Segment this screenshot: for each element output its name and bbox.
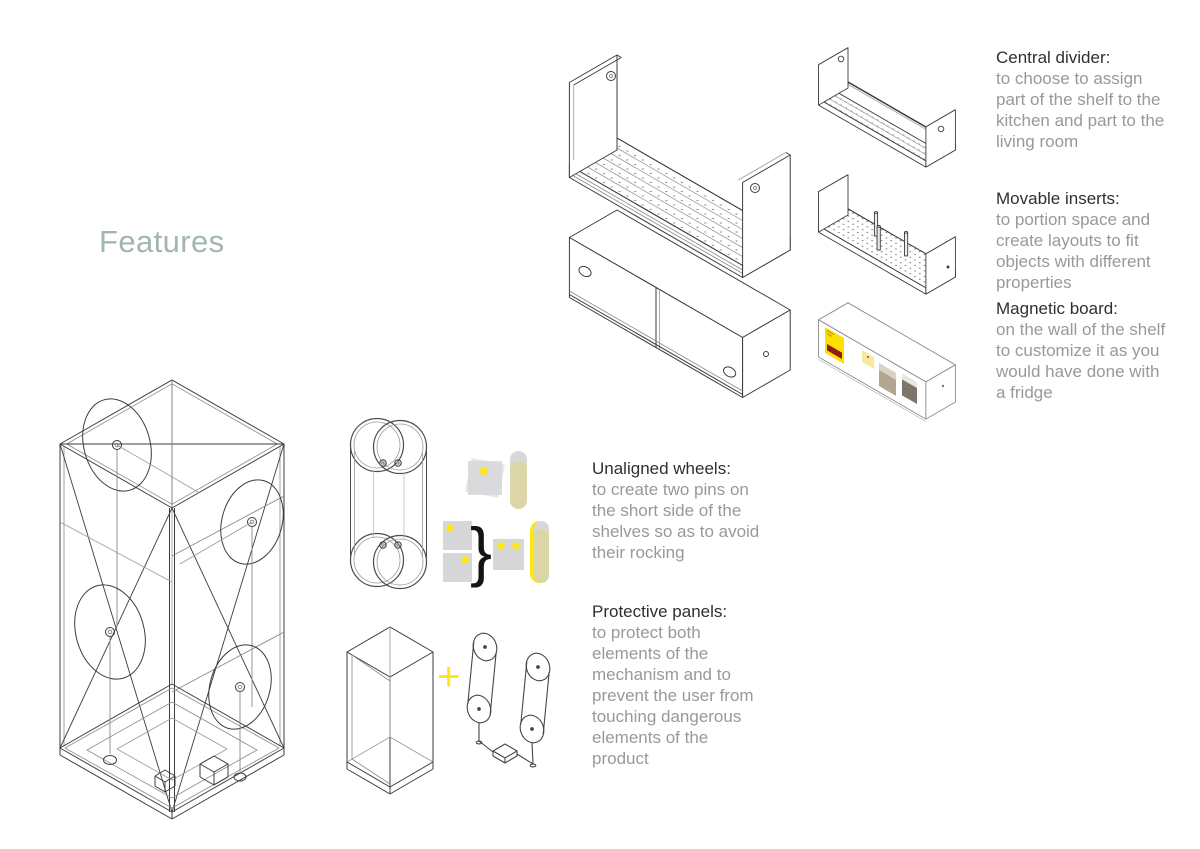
wheel-discs bbox=[74, 398, 284, 782]
feature-heading-magnetic-board: Magnetic board: bbox=[996, 299, 1118, 318]
top-wheel-pair bbox=[349, 418, 428, 475]
feature-body-unaligned-wheels: to create two pins on the short side of … bbox=[592, 480, 760, 562]
feature-movable-inserts: Movable inserts: to portion space and cr… bbox=[996, 188, 1168, 293]
tray-end-wall-right bbox=[738, 152, 791, 278]
frame-base bbox=[59, 683, 285, 820]
feature-body-magnetic-board: on the wall of the shelf to customize it… bbox=[996, 320, 1166, 402]
feature-unaligned-wheels: Unaligned wheels: to create two pins on … bbox=[592, 458, 764, 563]
magnet-photo-2 bbox=[902, 374, 917, 404]
page-title: Features bbox=[99, 224, 225, 259]
feature-body-protective-panels: to protect both elements of the mechanis… bbox=[592, 623, 754, 768]
feature-body-movable-inserts: to portion space and create layouts to f… bbox=[996, 210, 1151, 292]
frame-braces bbox=[59, 443, 285, 813]
magnet-photo-1 bbox=[879, 363, 896, 396]
magnetic-board-cabinet-drawing bbox=[818, 302, 956, 422]
brace-icon: } bbox=[470, 514, 492, 588]
feature-heading-central-divider: Central divider: bbox=[996, 48, 1111, 67]
open-box-drawing bbox=[346, 626, 434, 795]
protective-panel-left bbox=[466, 632, 498, 724]
movable-inserts-shelf-drawing bbox=[818, 174, 956, 295]
double-pin-case: } bbox=[443, 514, 549, 588]
feature-heading-unaligned-wheels: Unaligned wheels: bbox=[592, 459, 731, 478]
small-tray-wall-right bbox=[925, 236, 956, 295]
insert-pins bbox=[873, 211, 909, 257]
single-pin-case bbox=[465, 451, 527, 509]
bottom-wheel-pair bbox=[349, 532, 428, 590]
magnet-cabinet-right bbox=[925, 364, 956, 420]
feature-magnetic-board: Magnetic board: on the wall of the shelf… bbox=[996, 298, 1168, 403]
small-tray-wall-left bbox=[818, 174, 849, 233]
frame-posts bbox=[59, 380, 285, 812]
small-tray-wall-right bbox=[925, 109, 956, 168]
box-plinth bbox=[346, 762, 434, 795]
panel-linkage bbox=[475, 723, 537, 768]
base-box-2 bbox=[154, 769, 176, 793]
feature-heading-protective-panels: Protective panels: bbox=[592, 602, 728, 621]
door-finger-hole-right bbox=[723, 366, 737, 378]
plus-icon: + bbox=[437, 655, 461, 699]
main-shelf-frame-drawing bbox=[59, 379, 285, 820]
door-finger-hole-left bbox=[578, 265, 592, 278]
open-shelf-tray-drawing bbox=[568, 54, 791, 278]
wheel-mechanism-top-view-drawing bbox=[349, 418, 428, 590]
feature-central-divider: Central divider: to choose to assign par… bbox=[996, 47, 1168, 152]
feature-heading-movable-inserts: Movable inserts: bbox=[996, 189, 1120, 208]
feature-body-central-divider: to choose to assign part of the shelf to… bbox=[996, 69, 1165, 151]
sliding-door-cabinet-drawing bbox=[568, 209, 791, 398]
base-box-1 bbox=[199, 755, 229, 786]
protective-panel-right bbox=[519, 652, 551, 744]
cabinet-right-face bbox=[742, 309, 791, 398]
central-divider-shelf-drawing bbox=[818, 47, 956, 168]
magnet-poster bbox=[825, 327, 844, 364]
pin-alignment-diagram: } bbox=[443, 451, 549, 588]
belt-lines bbox=[350, 448, 427, 560]
feature-protective-panels: Protective panels: to protect both eleme… bbox=[592, 601, 764, 769]
protective-panels-drawing bbox=[466, 632, 551, 768]
magnet-sticky-note bbox=[862, 350, 874, 369]
box-wall-thickness bbox=[351, 654, 391, 785]
tray-end-wall-left bbox=[568, 54, 622, 178]
